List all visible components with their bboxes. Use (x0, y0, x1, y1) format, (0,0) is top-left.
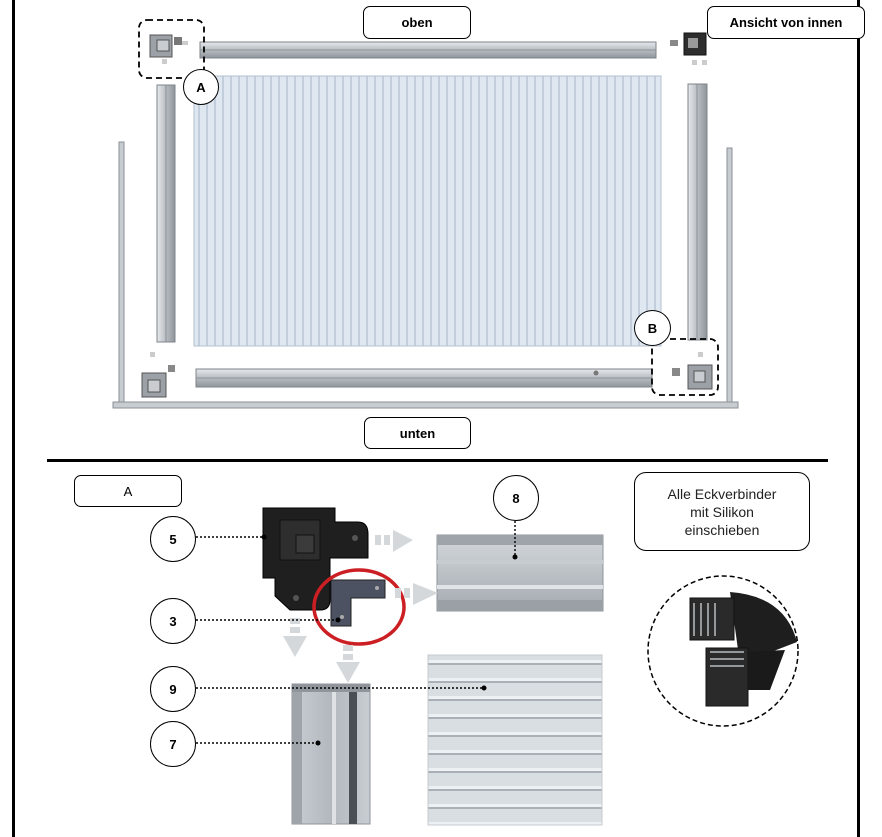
part-number-7: 7 (150, 721, 196, 767)
corner-plate-3 (330, 579, 386, 627)
profile-7 (291, 683, 371, 825)
detail-box-b (651, 338, 719, 396)
leader-dots (261, 534, 518, 746)
note-line-1: Alle Eckverbinder (667, 485, 777, 502)
silicone-detail (647, 575, 799, 727)
label-bottom: unten (364, 417, 471, 449)
detail-box-a (138, 19, 205, 79)
section-divider (47, 459, 828, 462)
corner-connector-top-left (149, 34, 188, 64)
label-top: oben (363, 6, 471, 39)
corner-connector-bottom-right (672, 352, 713, 390)
polycarbonate-panel (193, 75, 662, 347)
leader-lines (196, 517, 516, 744)
corner-connector-bottom-left (141, 352, 175, 398)
part-number-8: 8 (493, 475, 539, 521)
note-line-3: einschieben (684, 521, 760, 538)
top-rail (199, 41, 657, 59)
corner-connector-5 (262, 507, 369, 611)
note-line-2: mit Silikon (690, 503, 754, 520)
part-number-3: 3 (150, 598, 196, 644)
left-rail (156, 84, 176, 343)
part-number-5: 5 (150, 516, 196, 562)
highlight-circle (312, 568, 406, 646)
page-frame (12, 0, 860, 837)
label-detail-a: A (74, 475, 182, 507)
marker-b: B (634, 310, 671, 346)
bottom-rail (195, 368, 653, 388)
direction-arrows (283, 530, 438, 683)
corner-connector-top-right (670, 32, 707, 65)
label-inside-view: Ansicht von innen (707, 6, 865, 39)
part-number-9: 9 (150, 666, 196, 712)
panel-9 (427, 654, 603, 826)
outer-frame-bars (112, 141, 739, 409)
marker-a: A (183, 69, 219, 105)
silicone-note: Alle Eckverbinder mit Silikon einschiebe… (634, 472, 810, 551)
profile-8 (436, 534, 604, 612)
right-rail (687, 83, 708, 341)
